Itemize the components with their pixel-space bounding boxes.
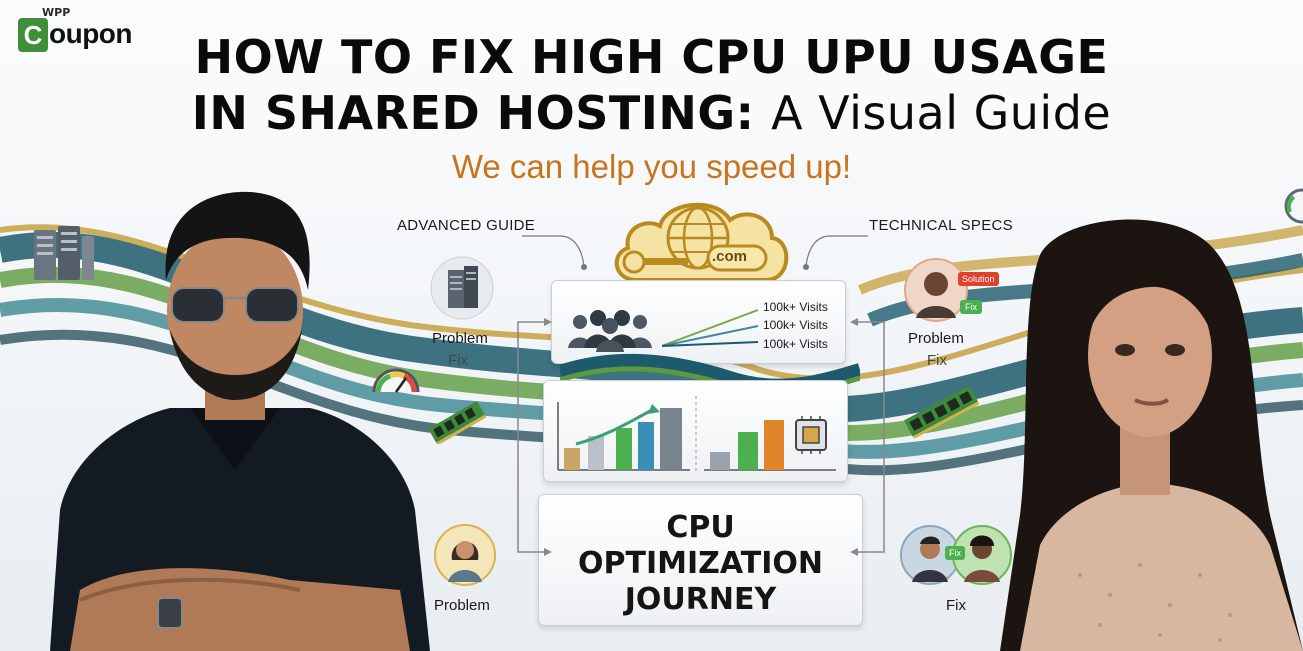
- connector-line: [522, 235, 587, 270]
- man-illustration: [50, 191, 430, 651]
- chart-divider: [695, 396, 697, 472]
- traffic-trend-lines: [662, 309, 759, 347]
- server-rack-icon: [34, 226, 94, 280]
- cloud-globe-domain-icon: [614, 202, 789, 282]
- right-problem-label: Problem: [908, 330, 964, 347]
- domain-badge-text: .com: [712, 248, 748, 265]
- person-avatar-icon: [904, 258, 968, 322]
- solution-badge: Solution: [958, 272, 999, 286]
- technical-specs-label: TECHNICAL SPECS: [869, 217, 1013, 234]
- brand-logo[interactable]: WPP C oupon: [18, 6, 168, 58]
- server-circle-icon: [430, 256, 494, 320]
- journey-line-1: CPU: [666, 510, 735, 545]
- fix-badge-small: Fix: [945, 546, 965, 560]
- left-flow-arrow: [517, 318, 552, 556]
- journey-card: [538, 494, 863, 626]
- logo-c-icon: C: [18, 18, 48, 52]
- visits-label-1: 100k+ Visits: [763, 300, 828, 314]
- left-problem-label: Problem: [432, 330, 488, 347]
- ram-module-right-icon: [904, 385, 980, 438]
- gauge-icon: [372, 368, 420, 393]
- gauge-right-icon: [1284, 188, 1303, 224]
- visits-label-2: 100k+ Visits: [763, 318, 828, 332]
- title-line-2-bold: IN SHARED HOSTING:: [191, 86, 755, 140]
- ram-module-icon: [428, 400, 487, 444]
- left-fix-label: Fix: [448, 352, 468, 369]
- cpu-bar-chart-icon: [704, 416, 836, 471]
- logo-wordmark: oupon: [49, 18, 133, 49]
- visits-label-3: 100k+ Visits: [763, 337, 828, 351]
- journey-title: CPU OPTIMIZATION JOURNEY: [538, 496, 863, 626]
- bottom-left-problem-label: Problem: [434, 597, 490, 614]
- journey-line-3: JOURNEY: [624, 582, 777, 617]
- connector-line-right: [803, 235, 868, 270]
- users-group-icon: [568, 310, 652, 352]
- logo-small-text: WPP: [42, 6, 71, 19]
- bar-growth-chart-icon: [557, 402, 690, 471]
- woman-avatar-icon: [434, 524, 496, 586]
- title-line-2-light: A Visual Guide: [771, 86, 1112, 140]
- right-flow-arrow: [850, 318, 885, 556]
- title-line-1: HOW TO FIX HIGH CPU UPU USAGE: [194, 30, 1109, 84]
- subtitle: We can help you speed up!: [451, 148, 852, 185]
- title-line-2: IN SHARED HOSTING: A Visual Guide: [0, 86, 1303, 140]
- advanced-guide-label: ADVANCED GUIDE: [397, 217, 536, 234]
- fix-badge-green: Fix: [960, 300, 982, 314]
- woman-illustration: [1000, 219, 1303, 651]
- journey-line-2: OPTIMIZATION: [577, 546, 823, 581]
- right-fix-label: Fix: [927, 352, 947, 369]
- bottom-right-fix-label: Fix: [946, 597, 966, 614]
